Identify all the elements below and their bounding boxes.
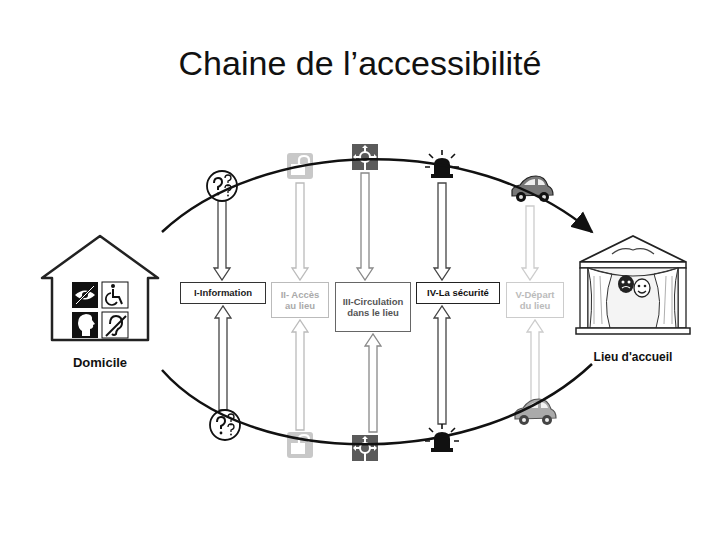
step-label: III-Circulation dans le lieu bbox=[338, 296, 408, 319]
siren-icon bbox=[425, 150, 459, 178]
car-icon bbox=[512, 176, 553, 202]
step-box: V-Départ du lieu bbox=[506, 282, 564, 318]
step-box: II- Accès au lieu bbox=[271, 282, 329, 318]
step-box: III-Circulation dans le lieu bbox=[335, 282, 411, 332]
siren-icon bbox=[425, 424, 459, 452]
hollow-arrows-down bbox=[214, 173, 538, 280]
step-box: I-Information bbox=[180, 282, 266, 304]
lock-icon bbox=[287, 153, 313, 179]
question-icon bbox=[210, 410, 240, 440]
step-label: I-Information bbox=[194, 287, 252, 299]
roundabout-icon bbox=[352, 144, 378, 170]
node-label: Domicile bbox=[38, 355, 162, 370]
step-label: V-Départ du lieu bbox=[509, 289, 561, 312]
question-icon bbox=[207, 171, 237, 201]
roundabout-icon bbox=[352, 435, 378, 461]
lock-icon bbox=[287, 432, 313, 458]
flow-arc bbox=[162, 364, 592, 444]
theatre-outline bbox=[572, 232, 694, 364]
step-box: IV-La sécurité bbox=[416, 282, 500, 304]
diagram-title: Chaine de l’accessibilité bbox=[0, 44, 720, 83]
venue-node: Lieu d'accueil bbox=[572, 232, 694, 364]
home-node: Domicile bbox=[38, 232, 162, 370]
node-label: Lieu d'accueil bbox=[572, 350, 694, 364]
house-outline bbox=[38, 232, 162, 370]
step-label: II- Accès au lieu bbox=[274, 289, 326, 312]
step-label: IV-La sécurité bbox=[427, 287, 489, 299]
flow-arc bbox=[162, 159, 592, 232]
car-icon bbox=[515, 399, 556, 425]
